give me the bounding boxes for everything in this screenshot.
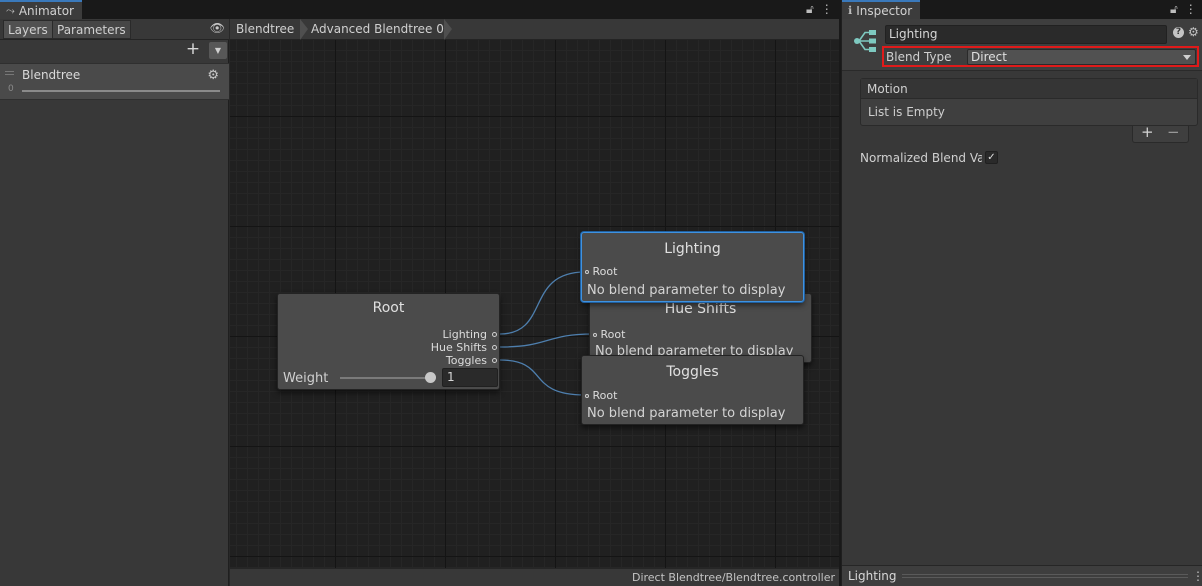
- animator-window: ⤳ Animator 🔓︎ ⋮ Layers Parameters 👁︎ + ▼…: [0, 0, 839, 586]
- preview-title: Lighting: [848, 569, 897, 583]
- animator-tab-label: Animator: [18, 3, 74, 18]
- remove-motion-button[interactable]: −: [1167, 123, 1180, 141]
- layers-panel: Layers Parameters 👁︎ + ▼ Blendtree 0 ⚙: [0, 19, 229, 586]
- breadcrumb-separator: [300, 19, 310, 40]
- lock-icon[interactable]: 🔓︎: [1170, 2, 1178, 16]
- weight-slider[interactable]: [340, 377, 430, 379]
- port-dot-icon: [585, 394, 589, 398]
- layer-weight-min: 0: [8, 84, 14, 94]
- node-toggles[interactable]: Toggles Root No blend parameter to displ…: [581, 355, 804, 425]
- node-message: No blend parameter to display: [587, 283, 786, 298]
- port-dot-icon: [593, 333, 597, 337]
- node-title: Lighting: [664, 241, 721, 257]
- output-port[interactable]: [492, 358, 497, 363]
- blend-type-value: Direct: [971, 50, 1007, 64]
- output-lighting-label: Lighting: [442, 328, 487, 341]
- layers-toolbar: + ▼: [0, 40, 229, 61]
- resize-handle[interactable]: [902, 574, 1188, 578]
- node-root[interactable]: Root Lighting Hue Shifts Toggles Weight …: [277, 293, 500, 390]
- status-bar: Direct Blendtree/Blendtree.controller: [230, 568, 839, 586]
- add-layer-button[interactable]: +: [185, 39, 201, 59]
- node-title: Root: [372, 300, 405, 316]
- add-layer-dropdown[interactable]: ▼: [209, 42, 227, 59]
- wire-lighting: [499, 271, 586, 335]
- add-motion-button[interactable]: +: [1141, 123, 1154, 141]
- animator-icon: ⤳: [6, 3, 15, 17]
- breadcrumb: Blendtree Advanced Blendtree 0: [230, 19, 839, 40]
- input-label: Root: [592, 389, 618, 402]
- inspector-header: Lighting ? ⚙ Blend Type Direct: [842, 19, 1202, 71]
- blend-type-label: Blend Type: [886, 50, 952, 64]
- caret-down-icon: [1183, 55, 1191, 60]
- inspector-tab-label: Inspector: [856, 3, 913, 18]
- motion-list: Motion List is Empty: [860, 78, 1198, 126]
- node-lighting[interactable]: Lighting Root No blend parameter to disp…: [581, 232, 804, 302]
- wire-hue-shifts: [499, 333, 594, 348]
- weight-input[interactable]: 1: [442, 368, 498, 387]
- inspector-preview-bar: Lighting ⋮: [842, 565, 1202, 586]
- chevron-down-icon: ▼: [214, 46, 222, 55]
- blendtree-icon: [854, 30, 876, 52]
- layer-weight-slider[interactable]: [22, 90, 220, 92]
- inspector-window: ℹ Inspector 🔓︎ ⋮ Lighting ? ⚙ Blend Type…: [841, 0, 1202, 586]
- graph-view[interactable]: Blendtree Advanced Blendtree 0 Root Ligh…: [230, 19, 839, 586]
- blend-type-row: Blend Type Direct: [882, 46, 1199, 67]
- eye-icon[interactable]: 👁︎: [209, 21, 225, 35]
- port-dot-icon: [585, 270, 589, 274]
- motion-list-empty: List is Empty: [868, 105, 945, 119]
- node-hue-shifts[interactable]: Hue Shifts Root No blend parameter to di…: [589, 293, 812, 363]
- motion-list-header: Motion: [861, 79, 1197, 99]
- gear-icon[interactable]: ⚙: [207, 68, 219, 83]
- wire-toggles: [499, 359, 586, 396]
- lock-icon[interactable]: 🔓︎: [806, 2, 814, 16]
- weight-slider-knob[interactable]: [425, 372, 436, 383]
- inspector-tab[interactable]: ℹ Inspector: [842, 0, 921, 19]
- kebab-menu-icon[interactable]: ⋮: [820, 2, 833, 16]
- output-hue-shifts-label: Hue Shifts: [430, 341, 487, 354]
- motion-list-footer: + −: [1132, 123, 1189, 143]
- kebab-menu-icon[interactable]: ⋮: [1184, 2, 1197, 16]
- inspector-tabbar: ℹ Inspector 🔓︎ ⋮: [842, 0, 1202, 19]
- layer-name: Blendtree: [22, 68, 81, 82]
- name-input[interactable]: Lighting: [885, 25, 1167, 44]
- tab-parameters[interactable]: Parameters: [52, 20, 131, 39]
- kebab-menu-icon[interactable]: ⋮: [1192, 569, 1202, 583]
- normalized-blend-values-label: Normalized Blend Values: [860, 151, 982, 165]
- input-port[interactable]: Root: [593, 328, 625, 341]
- weight-label: Weight: [283, 371, 329, 386]
- breadcrumb-blendtree[interactable]: Blendtree: [236, 22, 295, 36]
- help-icon[interactable]: ?: [1173, 27, 1184, 38]
- gear-icon[interactable]: ⚙: [1188, 25, 1199, 39]
- layer-item-blendtree[interactable]: Blendtree 0 ⚙: [0, 63, 229, 100]
- output-port[interactable]: [492, 345, 497, 350]
- info-icon: ℹ: [848, 4, 853, 17]
- tab-layers[interactable]: Layers: [3, 20, 53, 39]
- node-message: No blend parameter to display: [587, 406, 786, 421]
- controller-path: Direct Blendtree/Blendtree.controller: [631, 571, 835, 584]
- animator-tabbar: ⤳ Animator 🔓︎ ⋮: [0, 0, 839, 19]
- layers-parameters-tabs: Layers Parameters 👁︎: [0, 19, 229, 40]
- animator-window-buttons: 🔓︎ ⋮: [806, 2, 833, 17]
- output-toggles-label: Toggles: [445, 354, 487, 367]
- node-title: Toggles: [666, 364, 719, 380]
- inspector-window-buttons: 🔓︎ ⋮: [1170, 2, 1197, 17]
- input-port[interactable]: Root: [585, 265, 617, 278]
- input-label: Root: [592, 265, 618, 278]
- drag-handle-icon[interactable]: [5, 71, 14, 75]
- input-label: Root: [600, 328, 626, 341]
- normalized-blend-values-checkbox[interactable]: ✓: [985, 151, 998, 164]
- checkmark-icon: ✓: [987, 152, 996, 163]
- output-port[interactable]: [492, 332, 497, 337]
- blend-type-dropdown[interactable]: Direct: [967, 49, 1196, 65]
- node-title: Hue Shifts: [664, 301, 737, 317]
- breadcrumb-advanced-blendtree[interactable]: Advanced Blendtree 0: [311, 22, 444, 36]
- animator-tab[interactable]: ⤳ Animator: [0, 0, 82, 19]
- breadcrumb-separator: [444, 19, 454, 40]
- input-port[interactable]: Root: [585, 389, 617, 402]
